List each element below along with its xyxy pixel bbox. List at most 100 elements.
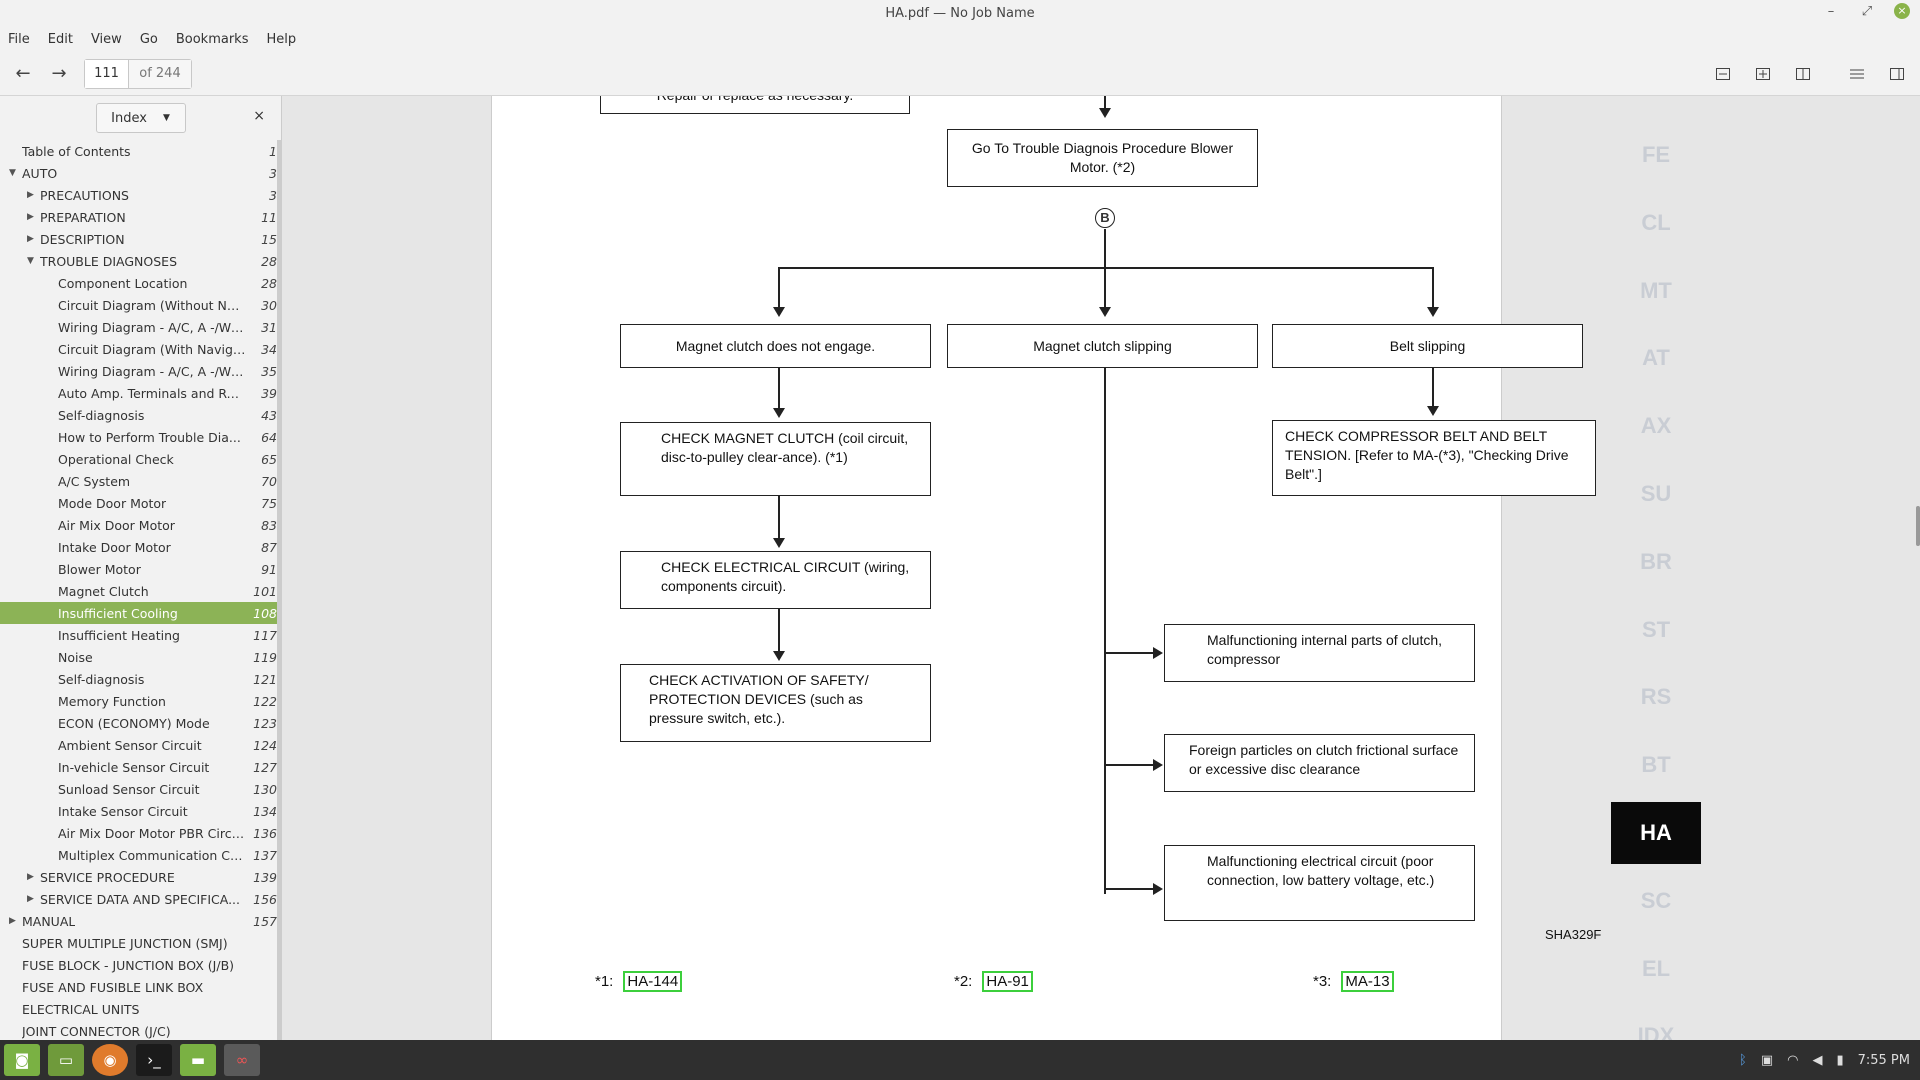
firefox-button[interactable]: ◉ bbox=[92, 1044, 128, 1076]
index-item[interactable]: How to Perform Trouble Dia...64 bbox=[0, 426, 281, 448]
section-tab[interactable]: BT bbox=[1641, 752, 1671, 778]
section-tab[interactable]: IDX bbox=[1637, 1023, 1675, 1040]
index-item[interactable]: Wiring Diagram - A/C, A -/Wit...35 bbox=[0, 360, 281, 382]
fit-page-button[interactable] bbox=[1788, 59, 1818, 89]
menu-button[interactable] bbox=[1842, 59, 1872, 89]
index-item[interactable]: Wiring Diagram - A/C, A -/Wit...31 bbox=[0, 316, 281, 338]
section-tab[interactable]: AX bbox=[1640, 413, 1672, 439]
index-item[interactable]: Auto Amp. Terminals and Ref...39 bbox=[0, 382, 281, 404]
expanded-icon[interactable]: ▼ bbox=[27, 256, 34, 266]
page-number-input[interactable] bbox=[85, 59, 129, 88]
wifi-icon[interactable]: ◠ bbox=[1787, 1052, 1799, 1068]
section-tab[interactable]: EL bbox=[1641, 955, 1671, 981]
index-item[interactable]: SUPER MULTIPLE JUNCTION (SMJ) bbox=[0, 932, 281, 954]
back-button[interactable]: ← bbox=[8, 59, 38, 89]
collapsed-icon[interactable]: ▶ bbox=[27, 212, 34, 222]
minimize-button[interactable]: – bbox=[1827, 3, 1835, 19]
battery-icon[interactable]: ▮ bbox=[1836, 1052, 1844, 1068]
sidebar-close-button[interactable]: × bbox=[253, 108, 265, 124]
files-button[interactable]: ▬ bbox=[180, 1044, 216, 1076]
section-tab[interactable]: ST bbox=[1641, 616, 1671, 642]
section-tab[interactable]: CL bbox=[1641, 209, 1671, 235]
menu-go[interactable]: Go bbox=[139, 31, 158, 47]
section-tab[interactable]: BR bbox=[1640, 548, 1672, 574]
start-menu-button[interactable]: ◙ bbox=[4, 1044, 40, 1076]
section-tab[interactable]: SC bbox=[1640, 887, 1672, 913]
index-item[interactable]: Circuit Diagram (With Naviga...34 bbox=[0, 338, 281, 360]
collapsed-icon[interactable]: ▶ bbox=[27, 894, 34, 904]
expanded-icon[interactable]: ▼ bbox=[9, 168, 16, 178]
section-tab[interactable]: RS bbox=[1640, 684, 1672, 710]
link-ha-144[interactable]: HA-144 bbox=[623, 971, 683, 992]
menu-file[interactable]: File bbox=[8, 31, 30, 47]
index-item[interactable]: JOINT CONNECTOR (J/C) bbox=[0, 1020, 281, 1042]
section-tab[interactable]: FE bbox=[1641, 142, 1671, 167]
collapsed-icon[interactable]: ▶ bbox=[27, 234, 34, 244]
menu-help[interactable]: Help bbox=[266, 31, 297, 47]
sidebar-scrollbar[interactable] bbox=[277, 140, 281, 1040]
collapsed-icon[interactable]: ▶ bbox=[27, 872, 34, 882]
index-item[interactable]: Multiplex Communication Cir...137 bbox=[0, 844, 281, 866]
forward-button[interactable]: → bbox=[44, 59, 74, 89]
menu-bookmarks[interactable]: Bookmarks bbox=[175, 31, 249, 47]
zoom-in-button[interactable] bbox=[1748, 59, 1778, 89]
sidebar-toggle-button[interactable] bbox=[1882, 59, 1912, 89]
index-item[interactable]: FUSE AND FUSIBLE LINK BOX bbox=[0, 976, 281, 998]
zoom-out-button[interactable] bbox=[1708, 59, 1738, 89]
index-item[interactable]: ▶SERVICE DATA AND SPECIFICA...156 bbox=[0, 888, 281, 910]
show-desktop-button[interactable]: ▭ bbox=[48, 1044, 84, 1076]
menu-view[interactable]: View bbox=[90, 31, 122, 47]
clock[interactable]: 7:55 PM bbox=[1857, 1052, 1910, 1068]
section-tab[interactable]: HA bbox=[1611, 802, 1701, 864]
index-item[interactable]: ELECTRICAL UNITS bbox=[0, 998, 281, 1020]
volume-icon[interactable]: ◀ bbox=[1812, 1052, 1823, 1068]
link-ha-91[interactable]: HA-91 bbox=[982, 971, 1033, 992]
index-item[interactable]: FUSE BLOCK - JUNCTION BOX (J/B) bbox=[0, 954, 281, 976]
section-tab[interactable]: AT bbox=[1642, 345, 1670, 371]
collapsed-icon[interactable]: ▶ bbox=[9, 916, 16, 926]
close-button[interactable]: × bbox=[1894, 3, 1910, 19]
bluetooth-icon[interactable]: ᛒ bbox=[1739, 1052, 1747, 1068]
link-ma-13[interactable]: MA-13 bbox=[1341, 971, 1394, 992]
menu-edit[interactable]: Edit bbox=[47, 31, 73, 47]
maximize-button[interactable]: ⤢ bbox=[1861, 3, 1873, 19]
check-magnet-box: CHECK MAGNET CLUTCH (coil circuit, disc-… bbox=[620, 422, 931, 496]
document-viewer-button[interactable]: ∞ bbox=[224, 1044, 260, 1076]
index-item[interactable]: Circuit Diagram (Without Nav...30 bbox=[0, 294, 281, 316]
section-tab[interactable]: MT bbox=[1640, 277, 1672, 303]
collapsed-icon[interactable]: ▶ bbox=[27, 190, 34, 200]
terminal-button[interactable]: ›_ bbox=[136, 1044, 172, 1076]
section-tab[interactable]: SU bbox=[1640, 481, 1672, 506]
document-scrollbar[interactable] bbox=[1916, 506, 1920, 546]
update-icon[interactable]: ▣ bbox=[1760, 1052, 1774, 1068]
sidebar-mode-select[interactable]: Index ▼ bbox=[95, 103, 186, 133]
